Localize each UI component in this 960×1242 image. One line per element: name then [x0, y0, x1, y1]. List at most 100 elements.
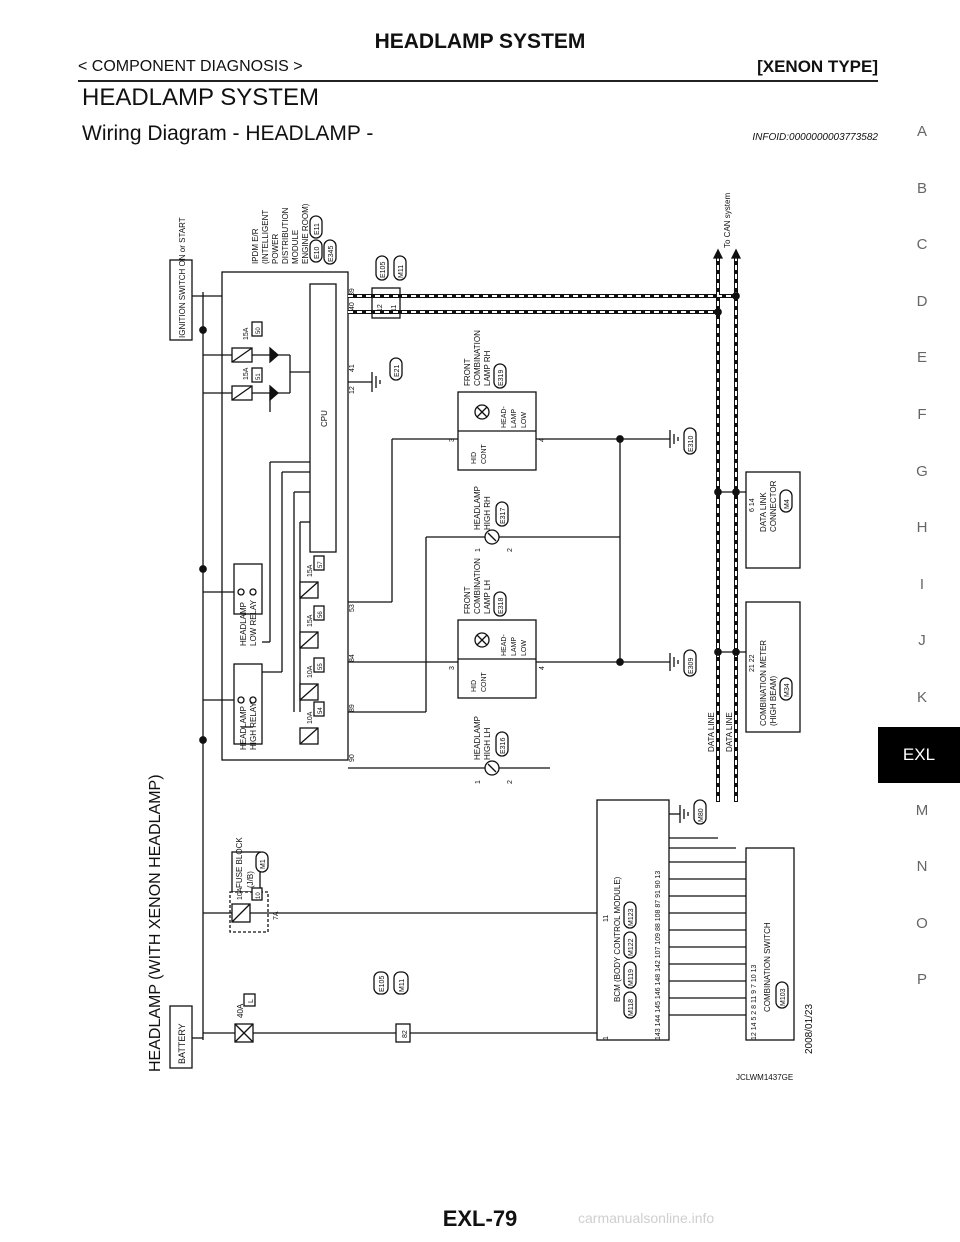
section-title: HEADLAMP SYSTEM	[82, 84, 319, 111]
side-index-g[interactable]: G	[916, 462, 928, 480]
lh-hl-label-1: HEAD-	[501, 634, 508, 656]
fuse-block-fuse-amp: 10A	[237, 887, 244, 900]
ipdm-label-6: ENGINE ROOM)	[301, 203, 310, 264]
bcm-conn-m122: M122	[628, 938, 635, 956]
fusible-link-amp: 40A	[236, 1003, 245, 1018]
side-index-o[interactable]: O	[916, 914, 928, 932]
ground-e21: E21	[394, 364, 401, 377]
fuse-block-terminal: 7A	[273, 911, 280, 920]
footer-watermark: carmanualsonline.info	[578, 1210, 715, 1226]
ignition-switch-label: IGNITION SWITCH ON or START	[178, 217, 187, 338]
joint-lower-terminal: 82	[402, 1030, 409, 1038]
lh-hl-label-2: LAMP	[511, 637, 518, 656]
rh-hl-label-2: LAMP	[511, 409, 518, 428]
bcm-conn-m118: M118	[628, 999, 635, 1016]
fuse-block-jb: (J/B)	[246, 871, 255, 888]
high-lh-label-1: HEADLAMP	[473, 716, 482, 760]
bcm-term-11: 11	[603, 915, 610, 922]
side-index-p[interactable]: P	[916, 971, 927, 989]
rh-lamp-term-3: 3	[449, 438, 456, 442]
lh-hl-label-3: LOW	[521, 640, 528, 656]
lh-lamp-term-3: 3	[449, 666, 456, 670]
side-index-a[interactable]: A	[916, 123, 927, 140]
ipdm-term-40: 40	[349, 302, 356, 310]
rh-hid-label-2: CONT	[481, 443, 488, 464]
side-index-m[interactable]: M	[915, 801, 929, 819]
side-index-c[interactable]: C	[916, 236, 928, 254]
side-index-exl[interactable]: EXL	[878, 726, 960, 783]
ipdm-term-84: 84	[349, 654, 356, 662]
ipdm-lower-fuses	[299, 581, 319, 745]
joint-lower-conn2: M11	[399, 979, 406, 992]
combo-switch-terminals: 12 14 5 2 8 11 9 7 10 13	[751, 965, 758, 1040]
high-rh-term-1: 1	[475, 548, 482, 552]
high-rh-conn: E317	[500, 508, 507, 524]
ipdm-label-2: (INTELLIGENT	[261, 210, 270, 264]
combo-switch-conn: M103	[780, 988, 787, 1006]
ipdm-label-5: MODULE	[291, 230, 300, 264]
side-index-i[interactable]: I	[919, 575, 925, 593]
rh-lamp-label-3: LAMP RH	[483, 350, 492, 386]
side-index-j[interactable]: J	[918, 632, 926, 650]
fuse-57-amp: 15A	[307, 564, 314, 577]
side-index-d[interactable]: D	[916, 292, 928, 310]
rh-lamp-label-1: FRONT	[463, 358, 472, 386]
fuse-50-amp: 15A	[243, 327, 250, 340]
fuse-block-label: FUSE BLOCK	[235, 837, 244, 888]
dlc-terminals: 6 14	[749, 498, 756, 512]
lh-hid-label-1: HID	[471, 680, 478, 692]
ipdm-term-12: 12	[349, 386, 356, 394]
side-index-f[interactable]: F	[917, 405, 927, 423]
side-index-n[interactable]: N	[916, 858, 928, 876]
rh-lamp-conn: E319	[498, 370, 505, 386]
dlc-label-1: DATA LINK	[759, 492, 768, 532]
high-lh-conn: E316	[500, 738, 507, 754]
lh-lamp-label-3: LAMP LH	[483, 580, 492, 614]
fuse-block-conn: M1	[260, 859, 267, 869]
meter-conn: M34	[784, 683, 791, 697]
side-index-h[interactable]: H	[916, 519, 928, 537]
side-index-e[interactable]: E	[916, 349, 927, 367]
ipdm-label-1: IPDM E/R	[251, 228, 260, 264]
fuse-55-amp: 10A	[307, 665, 314, 678]
joint-conn-e105: E105	[380, 262, 387, 278]
side-index-b[interactable]: B	[916, 179, 927, 197]
meter-label-1: COMBINATION METER	[759, 640, 768, 726]
fuse-54-num: 54	[318, 707, 324, 714]
lh-lamp-conn: E318	[498, 598, 505, 614]
variant-label: [XENON TYPE]	[757, 57, 878, 76]
joint-term-12: 12	[377, 304, 384, 312]
diagram-date: 2008/01/23	[804, 1004, 815, 1054]
page-number: EXL-79	[442, 1206, 518, 1231]
side-index: A B C D E F G H I J K EXL M N O P	[878, 104, 960, 1009]
fuse-56-num: 56	[318, 611, 324, 618]
fusible-link-num: L	[248, 999, 255, 1003]
data-line-label-1: DATA LINE	[707, 712, 716, 752]
diagram-main-title: HEADLAMP (WITH XENON HEADLAMP)	[147, 774, 164, 1072]
info-id: INFOID:0000000003773582	[752, 132, 878, 143]
joint-conn-m11: M11	[398, 265, 405, 278]
ipdm-term-90: 90	[349, 754, 356, 762]
battery-label: BATTERY	[177, 1023, 187, 1064]
to-can-label: To CAN system	[723, 193, 732, 248]
fuse-54-amp: 10A	[307, 711, 314, 724]
ipdm-label-4: DISTRIBUTION	[281, 207, 290, 264]
rh-hl-label-3: LOW	[521, 412, 528, 428]
rh-hid-label-1: HID	[471, 452, 478, 464]
ground-e310: E310	[688, 436, 695, 452]
ground-m80: M80	[698, 808, 705, 822]
sub-title: Wiring Diagram - HEADLAMP -	[82, 122, 374, 145]
bcm-conn-m123: M123	[628, 908, 635, 926]
ground-e309: E309	[688, 658, 695, 674]
meter-label-2: (HIGH BEAM)	[769, 675, 778, 726]
high-lh-term-1: 1	[475, 780, 482, 784]
ipdm-term-39: 39	[349, 288, 356, 296]
fuse-57-num: 57	[318, 561, 324, 568]
wiring-diagram: BATTERY 40A L 82 E105 M11 FUSE BLOCK (J/…	[140, 172, 840, 1092]
high-rh-label-2: HIGH RH	[483, 496, 492, 530]
ipdm-conn-e10: E10	[314, 246, 321, 259]
lh-lamp-label-1: FRONT	[463, 586, 472, 614]
cpu-label: CPU	[320, 410, 329, 427]
side-index-k[interactable]: K	[916, 688, 927, 706]
lh-lamp-label-2: COMBINATION	[473, 558, 482, 614]
